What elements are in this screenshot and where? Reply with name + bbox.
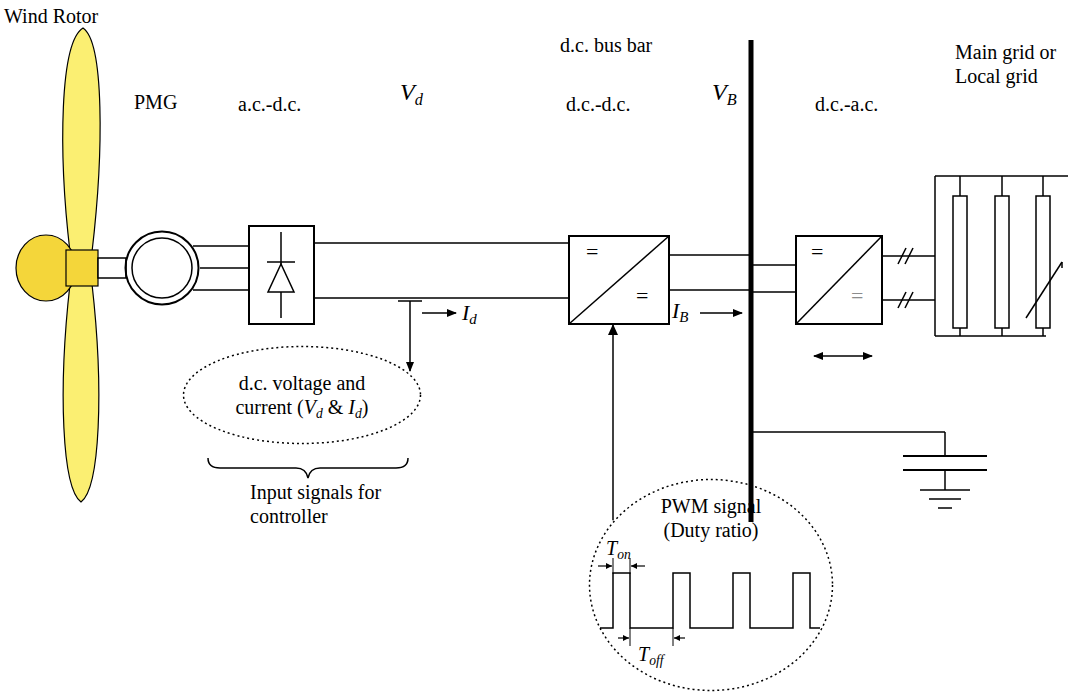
grid-label: Main grid or Local grid [955,40,1063,88]
wire [193,246,248,290]
voltage-symbol: Vd [400,78,423,109]
pwm-signal-callout: PWM signal (Duty ratio) TonToff [588,478,834,692]
rotor-label: Wind Rotor [4,4,98,28]
circle-outline [124,230,200,306]
input-signal-callout: d.c. voltage and current (Vd & Id) [182,345,422,445]
current-arrow [422,312,456,314]
diode-symbol [267,232,295,318]
brace [208,458,408,478]
voltage-symbol: VB [712,78,737,109]
converter-diagonal [569,236,669,324]
power-flow-arrow [814,355,872,357]
dc-wires [670,255,795,292]
converter-symbol: = [851,283,863,309]
component-label: d.c.-d.c. [566,92,630,116]
current-arrow [700,312,742,314]
signal-name: Toff [638,642,663,669]
current-symbol: IB [672,298,688,327]
storage-ground-symbol [753,432,987,508]
ac-output [883,248,935,308]
converter-diagonal [796,236,882,324]
dcdc-converter-box: d.c.-d.c.== [568,235,670,325]
callout-text: d.c. voltage and current (Vd & Id) [212,371,392,422]
current-symbol: Id [462,300,477,329]
inverter-box: d.c.-a.c.== [795,235,883,325]
measurement-tap [398,301,422,371]
wind-rotor [16,28,100,502]
shaft [98,258,126,278]
converter-symbol: = [636,283,648,309]
rectifier-box: a.c.-d.c. [248,225,315,325]
bus-label: d.c. bus bar [560,33,652,57]
generator-ring [132,238,192,298]
controller-input-label: Input signals for controller [250,480,410,528]
converter-symbol: = [811,239,823,265]
component-label: PMG [134,90,177,114]
generator-circle: PMG [124,230,200,306]
callout-text: PWM signal (Duty ratio) [641,494,781,542]
grid-loads [935,176,1068,336]
control-arrow [612,325,614,520]
wire [315,243,568,298]
ellipse-outline [182,345,422,445]
signal-name: Ton [606,536,631,563]
converter-symbol: = [586,239,598,265]
component-label: a.c.-d.c. [238,92,301,116]
bus-bar [749,40,754,522]
component-label: d.c.-a.c. [815,92,878,116]
